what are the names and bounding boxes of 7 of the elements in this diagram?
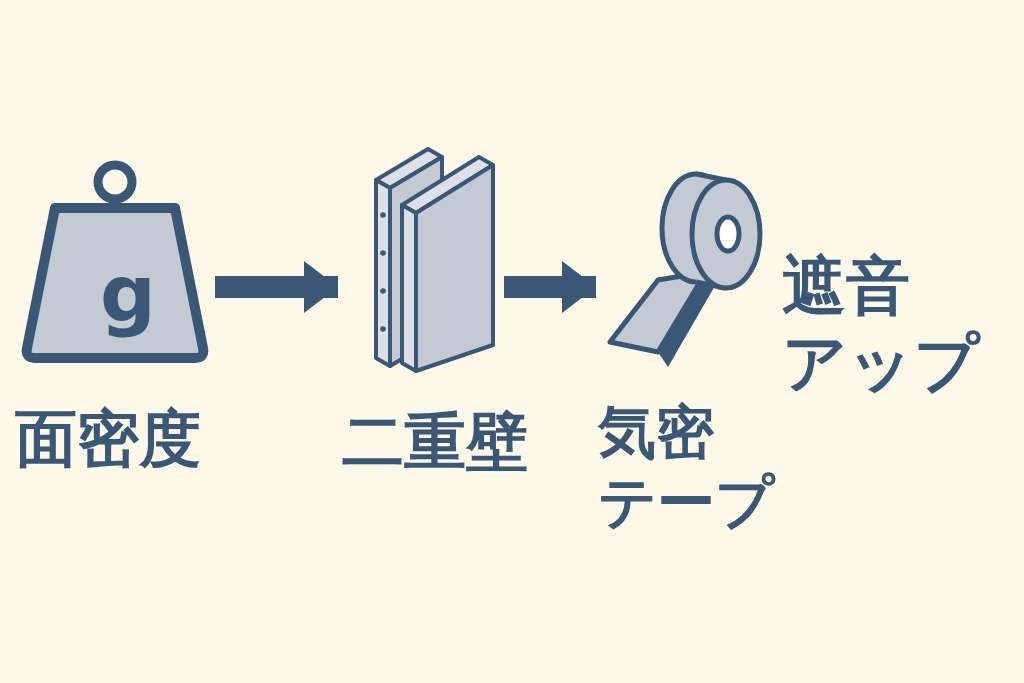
node-label: 面密度: [15, 402, 202, 477]
node-label: 気密テープ: [598, 398, 774, 538]
arrow: [215, 261, 338, 313]
node-label: 二重壁: [342, 405, 529, 480]
weight-unit-label: g: [100, 248, 150, 341]
arrow: [504, 261, 596, 313]
result-label: 遮音アップ: [782, 248, 982, 402]
